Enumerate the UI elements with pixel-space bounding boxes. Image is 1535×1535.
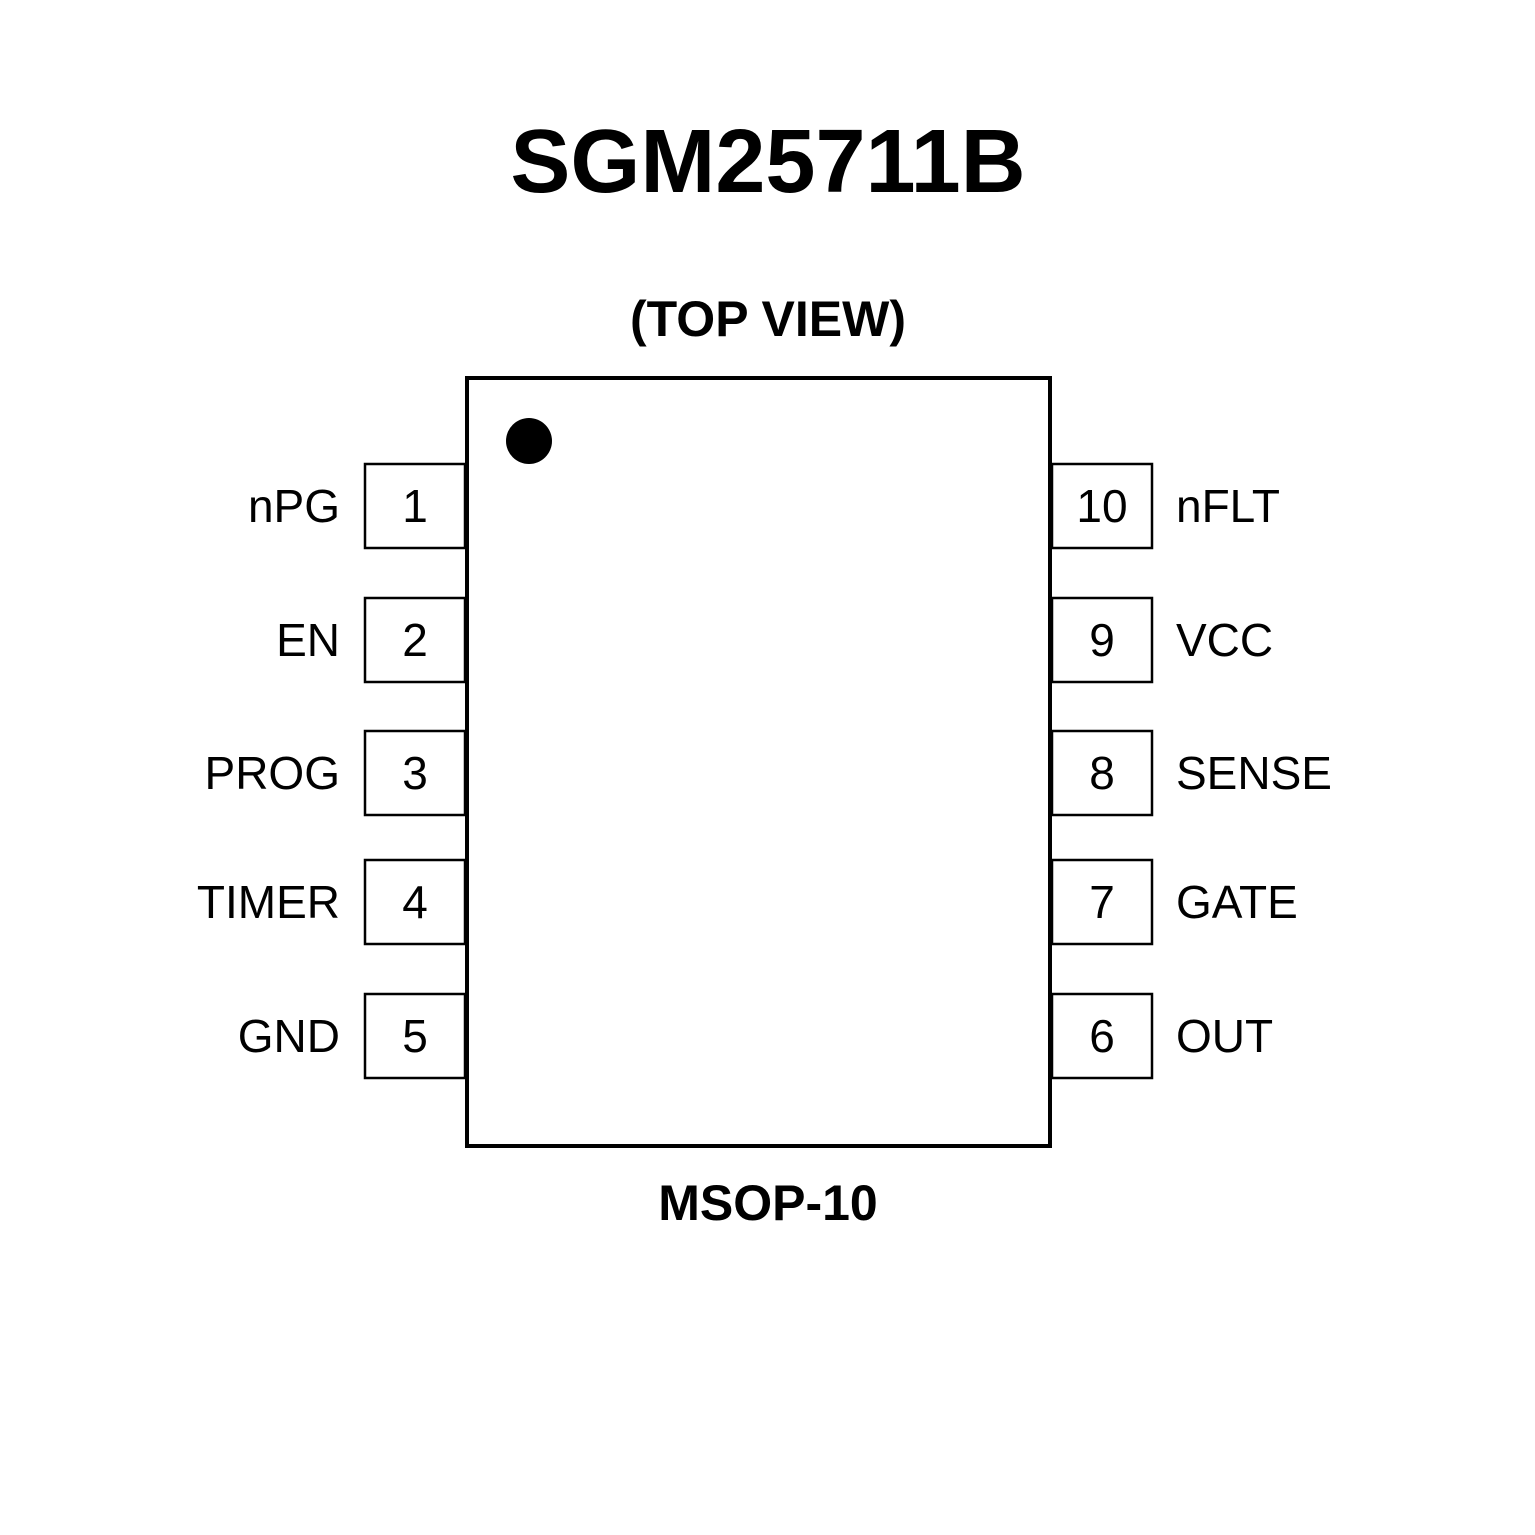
pin-box-1: [363, 462, 467, 550]
chip-body: [465, 376, 1052, 1148]
pin-name-6: OUT: [1176, 1010, 1273, 1062]
pin-name-3: PROG: [205, 747, 340, 799]
pin-box-5: [363, 992, 467, 1080]
pin-number-8: 8: [1089, 747, 1115, 799]
pin-number-6: 6: [1089, 1010, 1115, 1062]
pin-box-10: [1050, 462, 1154, 550]
pin-number-9: 9: [1089, 614, 1115, 666]
view-label: (TOP VIEW): [630, 291, 906, 347]
pin-box-6: [1050, 992, 1154, 1080]
chip-title: SGM25711B: [510, 112, 1025, 212]
pin-box-8: [1050, 729, 1154, 817]
pin-box-3: [363, 729, 467, 817]
pin1-marker-dot: [506, 418, 552, 464]
pin-name-4: TIMER: [197, 876, 340, 928]
pin-number-10: 10: [1076, 480, 1127, 532]
pin-box-2: [363, 596, 467, 684]
pin-name-8: SENSE: [1176, 747, 1332, 799]
pin-name-1: nPG: [248, 480, 340, 532]
pin-number-2: 2: [402, 614, 428, 666]
pin-number-4: 4: [402, 876, 428, 928]
pin-name-10: nFLT: [1176, 480, 1280, 532]
pin-box-9: [1050, 596, 1154, 684]
pin-box-4: [363, 858, 467, 946]
pin-name-2: EN: [276, 614, 340, 666]
pin-name-5: GND: [238, 1010, 340, 1062]
pin-number-1: 1: [402, 480, 428, 532]
pin-name-9: VCC: [1176, 614, 1273, 666]
pin-box-7: [1050, 858, 1154, 946]
pin-number-3: 3: [402, 747, 428, 799]
pin-number-5: 5: [402, 1010, 428, 1062]
pin-number-7: 7: [1089, 876, 1115, 928]
package-label: MSOP-10: [658, 1175, 878, 1231]
pin-name-7: GATE: [1176, 876, 1298, 928]
